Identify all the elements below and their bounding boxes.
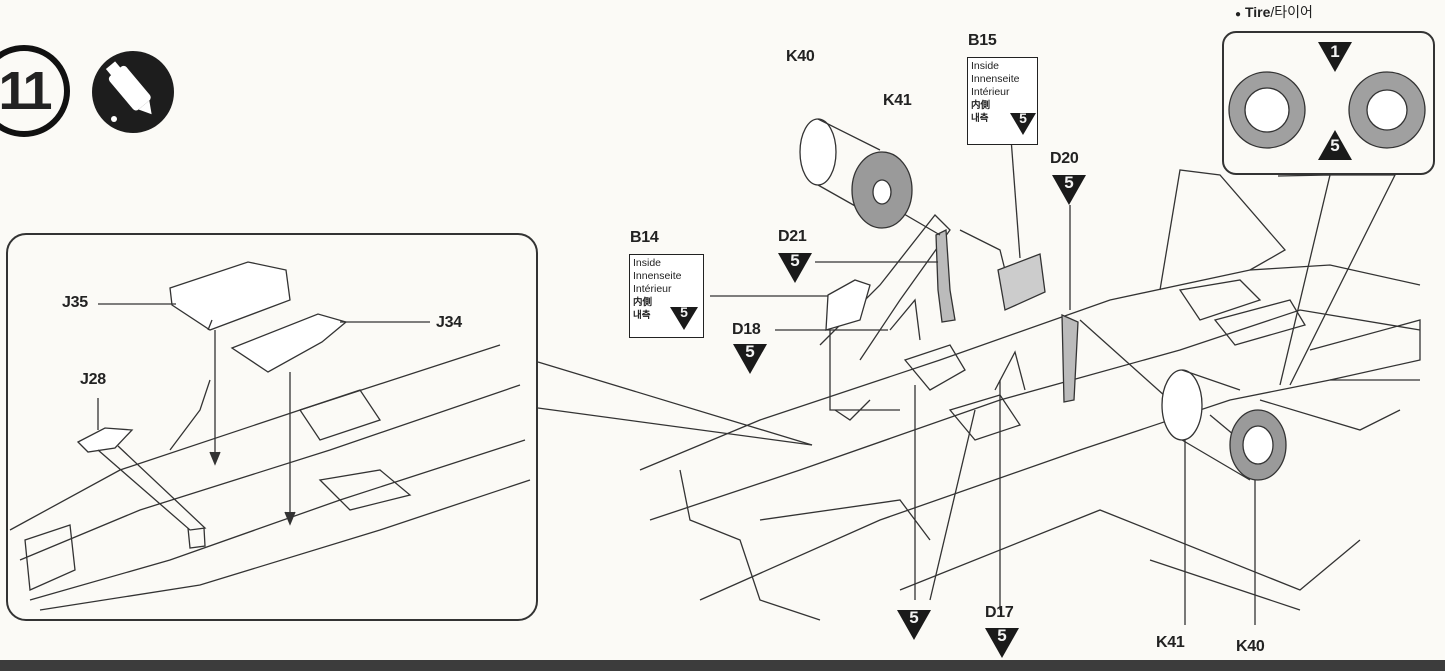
label-d17: D17: [985, 604, 1014, 621]
d20-color-number: 5: [1064, 173, 1074, 192]
d21-color-number: 5: [790, 251, 800, 270]
b14-note-color-number: 5: [680, 304, 688, 320]
tire-detail-title: ● Tire/타이어: [1235, 4, 1313, 20]
cement-glue-icon: [92, 51, 174, 133]
bottom-rule: [0, 660, 1445, 671]
d21-color-badge: [778, 253, 812, 283]
d17-color-number: 5: [997, 626, 1007, 645]
b15-note-fr: Intérieur: [971, 86, 1010, 98]
step-number: 11: [0, 45, 70, 137]
label-j28: J28: [80, 371, 106, 388]
d18-color-badge: [733, 344, 767, 374]
tire-color-badge-top-number: 1: [1330, 42, 1340, 61]
b15-note-color-number: 5: [1019, 110, 1027, 126]
label-j35: J35: [62, 294, 88, 311]
b14-note-jp: 内側: [633, 297, 653, 308]
b14-note-color-badge: [670, 307, 698, 330]
label-d20: D20: [1050, 150, 1079, 167]
bottom-left-color-number: 5: [909, 608, 919, 627]
d17-color-badge: [985, 628, 1019, 658]
tire-color-badge-top: [1318, 42, 1352, 72]
label-d21: D21: [778, 228, 807, 245]
label-k41-top: K41: [883, 92, 912, 109]
part-j35-shape: [169, 261, 291, 331]
part-b15-shape: [997, 253, 1046, 311]
b14-note-de: Innenseite: [633, 270, 682, 282]
d18-color-number: 5: [745, 342, 755, 361]
part-d20-shape: [1061, 313, 1079, 403]
label-j34: J34: [436, 314, 462, 331]
bottom-left-color-badge: [897, 610, 931, 640]
label-k40-bottom: K40: [1236, 638, 1265, 655]
b14-note-en: Inside: [633, 257, 662, 269]
part-j28-shape: [76, 427, 134, 453]
tire-color-badge-bottom-number: 5: [1330, 136, 1340, 155]
label-k40-top: K40: [786, 48, 815, 65]
label-b14: B14: [630, 229, 659, 246]
b15-note-de: Innenseite: [971, 73, 1020, 85]
label-d18: D18: [732, 321, 761, 338]
label-b15: B15: [968, 32, 997, 49]
b14-note-fr: Intérieur: [633, 283, 672, 295]
b15-note-en: Inside: [971, 60, 1000, 72]
label-k41-bottom: K41: [1156, 634, 1185, 651]
b15-note-color-badge: [1010, 113, 1036, 135]
d20-color-badge: [1052, 175, 1086, 205]
b14-note-ko: 내측: [633, 310, 651, 321]
part-b14-shape: [825, 279, 871, 331]
part-j34-shape: [230, 313, 348, 373]
b15-note-ko: 내측: [971, 113, 989, 124]
part-d21-shape: [935, 228, 956, 323]
b15-note-jp: 内側: [971, 100, 991, 111]
